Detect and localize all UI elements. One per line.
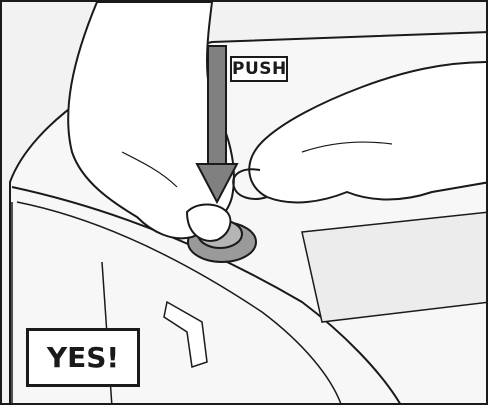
push-label: PUSH [230,56,288,82]
lid-right-panel [302,212,488,322]
result-badge: YES! [26,328,140,387]
